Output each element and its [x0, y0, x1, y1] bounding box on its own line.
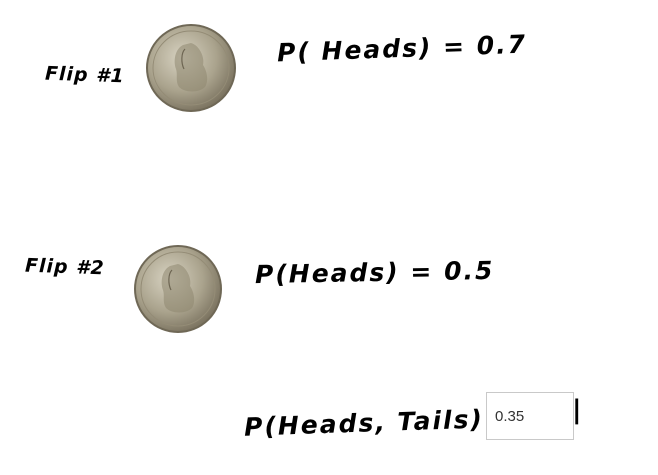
flip1-probability: P( Heads) = 0.7 [276, 29, 528, 68]
flip2-label: Flip #2 [24, 254, 106, 280]
text-cursor-mark: | [572, 395, 582, 425]
answer-input[interactable] [486, 392, 574, 440]
joint-probability-label: P(Heads, Tails) = [243, 403, 518, 442]
flip2-probability: P(Heads) = 0.5 [254, 255, 495, 290]
coin1-icon [146, 24, 236, 112]
coin2-icon [134, 245, 222, 333]
flip1-label: Flip #1 [44, 62, 126, 88]
